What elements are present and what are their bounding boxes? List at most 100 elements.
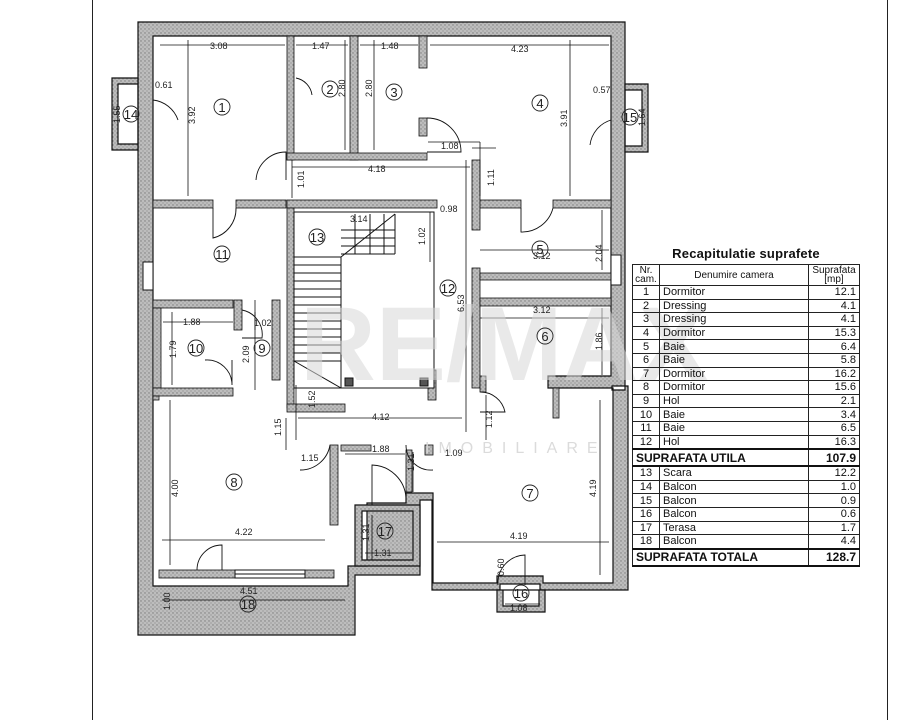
useful-area-row-value: 107.9 xyxy=(808,448,860,468)
dim-label: 0.57 xyxy=(593,85,611,95)
cell-area: 4.4 xyxy=(808,534,860,550)
dim-label: 1.09 xyxy=(445,448,463,458)
dim-label: 1.31 xyxy=(361,523,371,541)
room-17-number: 17 xyxy=(378,524,392,539)
cell-name: Terasa xyxy=(659,520,809,536)
room-16-number: 16 xyxy=(514,586,528,601)
cell-area: 3.4 xyxy=(808,407,860,422)
room-13-number: 13 xyxy=(310,230,324,245)
cell-area: 1.0 xyxy=(808,479,860,495)
cell-name: Dressing xyxy=(659,298,809,314)
dim-label: 4.18 xyxy=(368,164,386,174)
room-12-number: 12 xyxy=(441,281,455,296)
room-1-circle xyxy=(213,98,231,116)
dim-label: 3.08 xyxy=(210,41,228,51)
cell-nr: 2 xyxy=(632,298,660,314)
cell-name: Hol xyxy=(659,393,809,409)
dim-label: 2.80 xyxy=(337,79,347,97)
cell-nr: 13 xyxy=(632,465,660,481)
dim-label: 0.60 xyxy=(496,558,506,576)
useful-area-row-label: SUPRAFATA UTILA xyxy=(632,448,809,468)
dim-label: 1.15 xyxy=(301,453,319,463)
cell-nr: 12 xyxy=(632,434,660,450)
header-nr: Nr. cam. xyxy=(632,264,660,286)
balconies xyxy=(111,77,649,613)
room-8-circle xyxy=(225,473,243,491)
room-12-circle xyxy=(439,279,457,297)
dim-label: 3.91 xyxy=(559,109,569,127)
cell-area: 4.1 xyxy=(808,298,860,314)
cell-name: Dormitor xyxy=(659,325,809,341)
dim-label: 1.79 xyxy=(168,340,178,358)
cell-name: Dormitor xyxy=(659,366,809,382)
room-15-circle xyxy=(621,108,639,126)
cell-area: 16.2 xyxy=(808,366,860,382)
summary-table: Nr. cam. Denumire camera Suprafata [mp] … xyxy=(632,264,860,567)
cell-nr: 16 xyxy=(632,506,660,522)
dim-label: 1.01 xyxy=(296,170,306,188)
dim-label: 1.47 xyxy=(312,41,330,51)
dim-label: 1.52 xyxy=(307,390,317,408)
cell-nr: 8 xyxy=(632,380,660,395)
watermark-subtitle: IMOBILIARE xyxy=(425,440,607,457)
room-9-number: 9 xyxy=(258,341,265,356)
dim-label: 4.22 xyxy=(235,527,253,537)
staircase xyxy=(293,211,435,389)
area-summary: Recapitulatie suprafete Nr. cam. Denumir… xyxy=(632,246,860,567)
cell-nr: 17 xyxy=(632,520,660,536)
dim-label: 3.92 xyxy=(187,106,197,124)
cell-name: Scara xyxy=(659,465,809,481)
dim-label: 4.19 xyxy=(510,531,528,541)
room-5-number: 5 xyxy=(536,242,543,257)
cell-area: 2.1 xyxy=(808,393,860,409)
room-16-circle xyxy=(512,584,530,602)
summary-title: Recapitulatie suprafete xyxy=(672,246,820,261)
room-7-number: 7 xyxy=(526,486,533,501)
cell-area: 15.6 xyxy=(808,380,860,395)
dim-label: 0.61 xyxy=(155,80,173,90)
dim-label: 1.86 xyxy=(594,332,604,350)
room-18-circle xyxy=(239,595,257,613)
dim-label: 4.19 xyxy=(588,479,598,497)
cell-nr: 1 xyxy=(632,285,660,300)
windows xyxy=(142,254,622,579)
room-2-circle xyxy=(321,80,339,98)
room-7-circle xyxy=(521,484,539,502)
doors xyxy=(152,77,612,586)
total-area-row-value: 128.7 xyxy=(808,547,860,567)
dim-label: 1.55 xyxy=(112,105,122,123)
frame-right-line xyxy=(887,0,888,720)
cell-name: Baie xyxy=(659,352,809,368)
room-9-circle xyxy=(253,339,271,357)
dim-label: 1.00 xyxy=(162,592,172,610)
cell-name: Baie xyxy=(659,420,809,436)
dim-label: 1.11 xyxy=(486,169,496,186)
dimension-labels: 3.08 1.47 1.48 4.23 0.61 1.55 3.92 2.80 … xyxy=(112,41,647,613)
dim-label: 6.53 xyxy=(456,294,466,312)
dim-label: 4.00 xyxy=(170,479,180,497)
dim-label: 1.31 xyxy=(374,548,392,558)
room-14-number: 14 xyxy=(124,107,138,122)
dim-label: 2.80 xyxy=(364,79,374,97)
dim-label: 3.14 xyxy=(350,214,368,224)
cell-name: Baie xyxy=(659,407,809,422)
dim-label: 1.31 xyxy=(406,453,416,471)
room-15-number: 15 xyxy=(623,110,637,125)
room-11-number: 11 xyxy=(215,247,229,262)
dim-label: 1.08 xyxy=(441,141,459,151)
cell-nr: 15 xyxy=(632,493,660,508)
room-8-number: 8 xyxy=(230,475,237,490)
cell-area: 12.1 xyxy=(808,285,860,300)
